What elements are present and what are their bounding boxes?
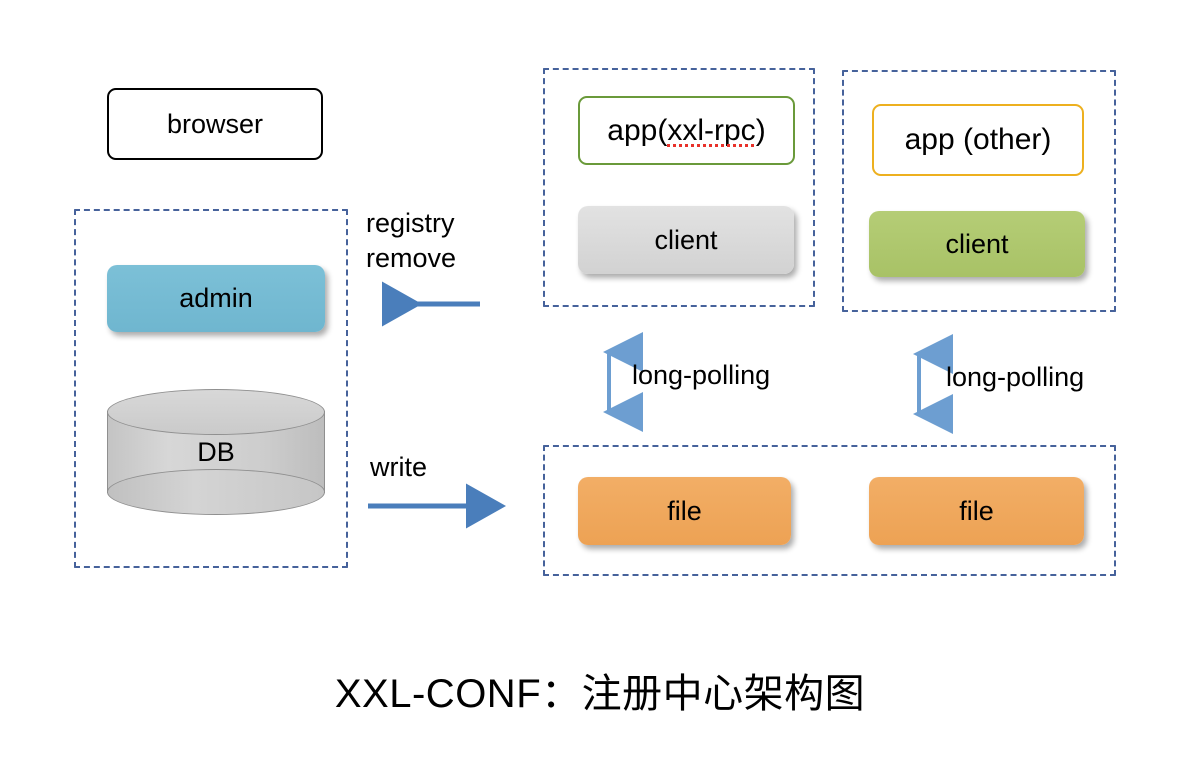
db-cylinder-top — [107, 389, 325, 435]
node-file-right[interactable]: file — [869, 477, 1084, 545]
node-admin[interactable]: admin — [107, 265, 325, 332]
node-client-green[interactable]: client — [869, 211, 1085, 277]
group-files — [543, 445, 1116, 576]
group-app-xxl-rpc — [543, 68, 815, 307]
node-app-xxl-rpc[interactable]: app(xxl-rpc) — [578, 96, 795, 165]
arrow-registry-remove — [382, 281, 480, 327]
node-app-xxl-rpc-label: app(xxl-rpc) — [607, 113, 766, 148]
diagram-title-text: XXL-CONF：注册中心架构图 — [334, 672, 866, 716]
app-rpc-prefix: app( — [607, 113, 668, 147]
app-rpc-suffix: ) — [755, 113, 766, 147]
arrow-write — [368, 483, 506, 529]
node-db[interactable]: DB — [107, 389, 325, 515]
diagram-title: XXL-CONF：注册中心架构图 — [0, 655, 1200, 725]
edge-label-long-polling-left: long-polling — [632, 358, 852, 393]
node-admin-label: admin — [179, 283, 253, 313]
edge-label-registry: registry — [366, 208, 455, 238]
node-file-left[interactable]: file — [578, 477, 791, 545]
edge-label-write: write — [370, 450, 490, 485]
node-app-other-label: app (other) — [904, 123, 1052, 156]
edge-label-long-polling-left-text: long-polling — [632, 360, 771, 390]
node-client-gray[interactable]: client — [578, 206, 794, 274]
app-rpc-misspelled-word: xxl-rpc — [667, 113, 757, 147]
node-client-gray-label: client — [654, 224, 718, 255]
node-client-green-label: client — [945, 228, 1009, 259]
edge-label-long-polling-right-text: long-polling — [946, 362, 1085, 392]
edge-label-long-polling-right: long-polling — [946, 360, 1176, 395]
db-cylinder-bottom — [107, 469, 325, 515]
arrow-long-polling-right — [913, 334, 953, 434]
node-file-right-label: file — [959, 495, 994, 526]
node-db-label: DB — [197, 436, 235, 467]
edge-label-remove: remove — [366, 242, 457, 273]
arrow-long-polling-left — [603, 332, 643, 432]
node-app-other[interactable]: app (other) — [872, 104, 1084, 176]
edge-label-write-text: write — [370, 452, 428, 482]
node-browser-label: browser — [166, 108, 264, 139]
edge-label-registry-remove: registry remove — [366, 206, 496, 275]
node-file-left-label: file — [667, 495, 702, 526]
group-app-other — [842, 70, 1116, 312]
node-browser[interactable]: browser — [107, 88, 323, 160]
group-server-side — [74, 209, 348, 568]
